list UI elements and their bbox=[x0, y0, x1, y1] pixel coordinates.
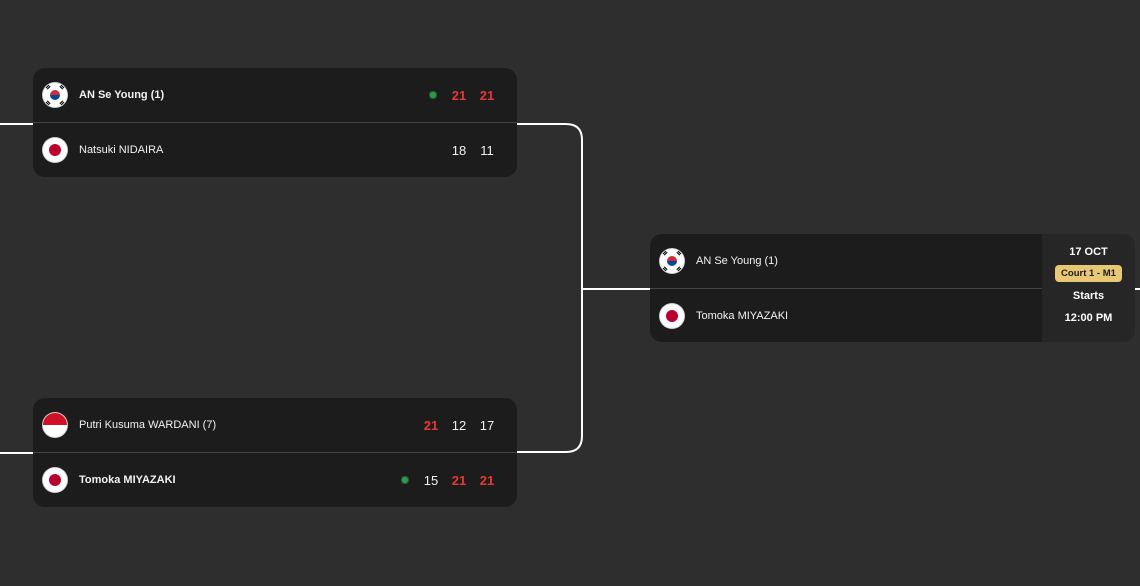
game-score: 21 bbox=[451, 87, 467, 103]
live-indicator-icon bbox=[401, 476, 409, 484]
match-card-final[interactable]: AN Se Young (1) Tomoka MIYAZAKI 17 OCT C… bbox=[650, 234, 1135, 342]
score-group: 18 11 bbox=[445, 123, 501, 177]
match-card-semifinal-2[interactable]: Putri Kusuma WARDANI (7) 21 12 17 Tomoka… bbox=[33, 398, 517, 507]
player-row: AN Se Young (1) 21 21 bbox=[33, 68, 517, 122]
player-row: Natsuki NIDAIRA 18 11 bbox=[33, 122, 517, 177]
match-time: 12:00 PM bbox=[1064, 312, 1113, 324]
player-row: Putri Kusuma WARDANI (7) 21 12 17 bbox=[33, 398, 517, 452]
japan-flag-icon bbox=[43, 138, 67, 162]
game-score: 15 bbox=[423, 472, 439, 488]
game-score: 21 bbox=[451, 472, 467, 488]
korea-flag-icon bbox=[660, 249, 684, 273]
game-score: 18 bbox=[451, 142, 467, 158]
game-score: 17 bbox=[479, 417, 495, 433]
player-row: Tomoka MIYAZAKI bbox=[650, 288, 1042, 342]
live-indicator-icon bbox=[429, 91, 437, 99]
player-row: Tomoka MIYAZAKI 15 21 21 bbox=[33, 452, 517, 507]
score-group: 21 12 17 bbox=[417, 398, 501, 452]
game-score: 21 bbox=[423, 417, 439, 433]
match-card-semifinal-1[interactable]: AN Se Young (1) 21 21 Natsuki NIDAIRA 18… bbox=[33, 68, 517, 177]
score-group: 15 21 21 bbox=[401, 453, 501, 507]
player-name: Putri Kusuma WARDANI (7) bbox=[79, 419, 217, 431]
connector-bracket bbox=[516, 123, 583, 453]
player-row: AN Se Young (1) bbox=[650, 234, 1135, 288]
player-name: Natsuki NIDAIRA bbox=[79, 144, 164, 156]
player-name: Tomoka MIYAZAKI bbox=[79, 474, 176, 486]
score-group: 21 21 bbox=[429, 68, 501, 122]
japan-flag-icon bbox=[660, 304, 684, 328]
game-score: 21 bbox=[479, 87, 495, 103]
match-date: 17 OCT bbox=[1069, 246, 1108, 258]
japan-flag-icon bbox=[43, 468, 67, 492]
player-name: AN Se Young (1) bbox=[79, 89, 165, 101]
game-score: 11 bbox=[480, 142, 494, 158]
player-name: Tomoka MIYAZAKI bbox=[696, 310, 789, 322]
starts-label: Starts bbox=[1072, 290, 1105, 302]
game-score: 12 bbox=[451, 417, 467, 433]
court-badge: Court 1 - M1 bbox=[1055, 265, 1122, 282]
indonesia-flag-icon bbox=[43, 413, 67, 437]
game-score: 21 bbox=[479, 472, 495, 488]
korea-flag-icon bbox=[43, 83, 67, 107]
player-name: AN Se Young (1) bbox=[696, 255, 778, 267]
match-schedule-panel: 17 OCT Court 1 - M1 Starts 12:00 PM bbox=[1042, 234, 1135, 342]
